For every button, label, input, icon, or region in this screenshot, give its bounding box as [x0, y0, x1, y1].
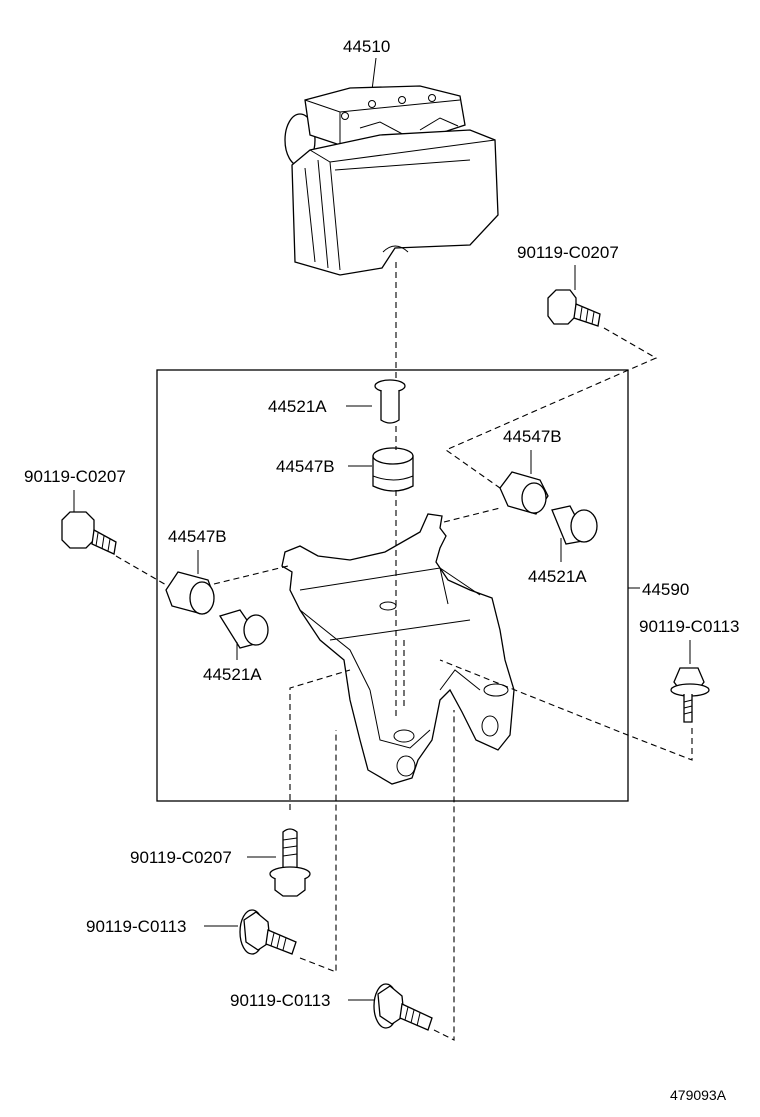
cushion-top [372, 447, 414, 492]
bracket [281, 513, 515, 785]
bolt-upper-right [547, 289, 601, 327]
label-bolt-left: 90119-C0207 [24, 467, 126, 486]
bolt-left [61, 511, 117, 555]
bolt-right [670, 667, 710, 723]
label-bolt-upper-right: 90119-C0207 [517, 243, 619, 262]
label-cushion-top: 44547B [276, 457, 335, 476]
bolt-bottom-2 [373, 983, 433, 1031]
label-abs-actuator: 44510 [343, 37, 390, 56]
bracket-assembly-frame [156, 369, 629, 802]
label-cushion-left: 44547B [168, 527, 227, 546]
cushion-right [499, 471, 549, 515]
label-bolt-bottom-vertical: 90119-C0207 [130, 848, 232, 867]
label-collar-right: 44521A [528, 567, 587, 586]
diagram-id: 479093A [670, 1087, 727, 1103]
label-cushion-right: 44547B [503, 427, 562, 446]
label-collar-top: 44521A [268, 397, 327, 416]
label-bracket-assembly: 44590 [642, 580, 689, 599]
collar-left [218, 609, 269, 649]
label-bolt-bottom-1: 90119-C0113 [86, 917, 187, 936]
bolt-bottom-1 [239, 909, 297, 955]
bolt-bottom-vertical [269, 828, 311, 897]
label-bolt-bottom-2: 90119-C0113 [230, 991, 331, 1010]
assembly-guide-lines [115, 262, 693, 1041]
label-collar-left: 44521A [203, 665, 262, 684]
cushion-left [165, 571, 215, 615]
abs-actuator: 44510 [284, 37, 499, 276]
collar-top [374, 379, 406, 424]
collar-right [551, 505, 598, 545]
label-bolt-right: 90119-C0113 [639, 617, 740, 636]
